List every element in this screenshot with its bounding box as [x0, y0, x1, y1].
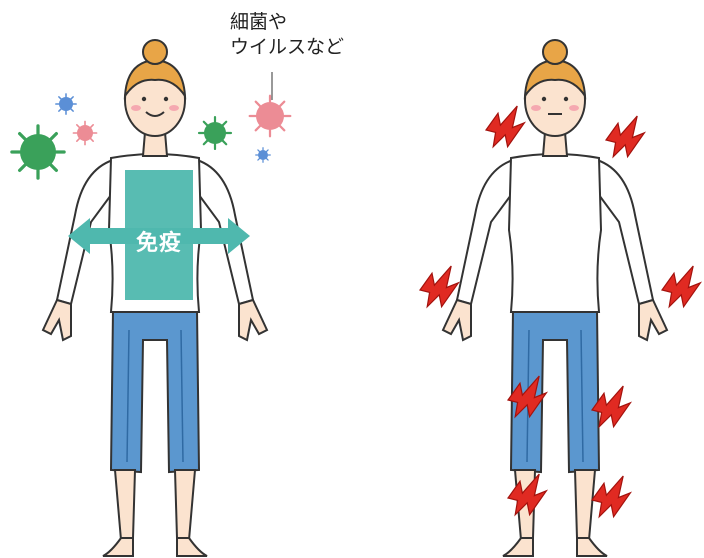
- virus-icon: [250, 96, 291, 137]
- callout-line-2: ウイルスなど: [230, 35, 344, 60]
- virus-icon: [12, 126, 64, 178]
- lightning-pain-icon: [606, 116, 644, 157]
- callout-line-1: 細菌や: [230, 10, 344, 35]
- virus-icon: [199, 117, 231, 149]
- immune-label: 免疫: [126, 225, 192, 257]
- virus-icon: [73, 121, 96, 144]
- germs-callout: 細菌や ウイルスなど: [230, 10, 344, 60]
- pain-person-figure: [443, 40, 667, 556]
- lightning-pain-icon: [486, 106, 524, 147]
- virus-icon: [256, 148, 271, 163]
- virus-icon: [56, 94, 76, 114]
- lightning-pain-icon: [662, 266, 700, 307]
- lightning-pain-icon: [420, 266, 458, 307]
- lightning-pain-icon: [592, 476, 630, 517]
